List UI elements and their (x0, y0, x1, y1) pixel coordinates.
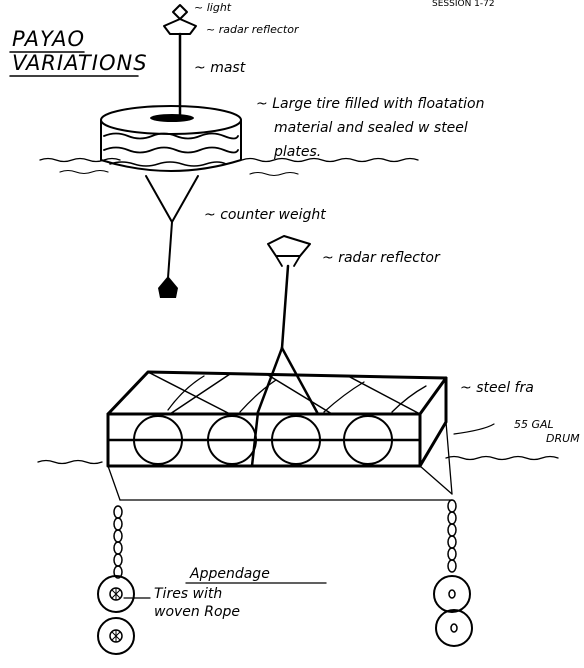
counterweight-label: ~ counter weight (204, 207, 326, 223)
tire-body (100, 119, 242, 172)
steel-plate-icon (150, 114, 194, 122)
steel-frame-label: ~ steel fra (460, 380, 534, 396)
tire-float-label-2: material and sealed w steel (274, 120, 468, 136)
reflector-strut-left (275, 255, 283, 267)
raft-radar-reflector-label: ~ radar reflector (322, 250, 441, 266)
drum-icon-1 (133, 415, 183, 465)
tire-radar-reflector-label: ~ radar reflector (206, 23, 300, 36)
frame-brace-1 (147, 371, 231, 415)
tire-tread-3 (109, 161, 227, 167)
tire-float-label-1: ~ Large tire filled with floatation (256, 96, 484, 112)
raft-radar-reflector-icon (267, 235, 311, 257)
frame-brace-3 (347, 375, 421, 415)
left-chain (113, 505, 123, 579)
frame-corner-edge (418, 376, 448, 416)
drum-icon-3 (271, 415, 321, 465)
bridle-right (171, 175, 199, 223)
session-label: SESSION 1-72 (432, 0, 495, 9)
raft-mast-pole (280, 264, 290, 350)
frame-brace-2 (169, 373, 231, 415)
sea-ripples-top (59, 169, 299, 177)
left-tire-icon-1 (97, 575, 135, 613)
tires-label-2: woven Rope (154, 604, 240, 620)
raft-bridle-right (280, 346, 320, 416)
frame-brace-4 (267, 374, 333, 415)
drums-label-2: DRUM (546, 432, 580, 445)
right-tire-icon-2 (435, 609, 473, 647)
right-hang-line (419, 465, 453, 495)
right-tire-icon-1 (433, 575, 471, 613)
appendage-label: Appendage (189, 566, 270, 582)
drum-top-curves (167, 375, 427, 413)
counterweight-icon (158, 276, 178, 298)
light-label: ~ light (194, 1, 232, 14)
tires-label-1: Tires with (154, 586, 222, 602)
bridle-left (145, 175, 173, 223)
tire-tread-2 (103, 146, 239, 154)
radar-reflector-icon (163, 18, 197, 35)
drum-icon-4 (343, 415, 393, 465)
tire-payao: ~ light ~ radar reflector ~ mast ~ Large… (39, 1, 484, 298)
sea-surface-bottom (37, 455, 559, 465)
diagram-title: PAYAO VARIATIONS (9, 27, 148, 77)
counterweight-line (167, 221, 173, 279)
drum-icon-2 (207, 415, 257, 465)
sea-surface-top (39, 157, 419, 163)
tire-tread-1 (103, 132, 239, 140)
right-back-hang-line (445, 421, 453, 495)
title-line-1: PAYAO (12, 27, 85, 51)
frame-top-back (106, 370, 448, 468)
light-icon (172, 4, 188, 20)
mast-label: ~ mast (194, 60, 246, 76)
left-hang-line (107, 465, 121, 501)
left-tire-icon-2 (97, 617, 135, 655)
raft-payao: ~ radar reflector ~ steel fra 55 GAL DRU… (37, 235, 580, 655)
title-line-2: VARIATIONS (12, 51, 148, 75)
drums-label-1: 55 GAL (514, 418, 554, 431)
reflector-strut-right (293, 255, 301, 267)
drums-label-pointer (453, 423, 495, 435)
right-chain (447, 499, 457, 573)
tire-float-label-3: plates. (273, 144, 321, 160)
raft-bridle-left (256, 346, 284, 414)
